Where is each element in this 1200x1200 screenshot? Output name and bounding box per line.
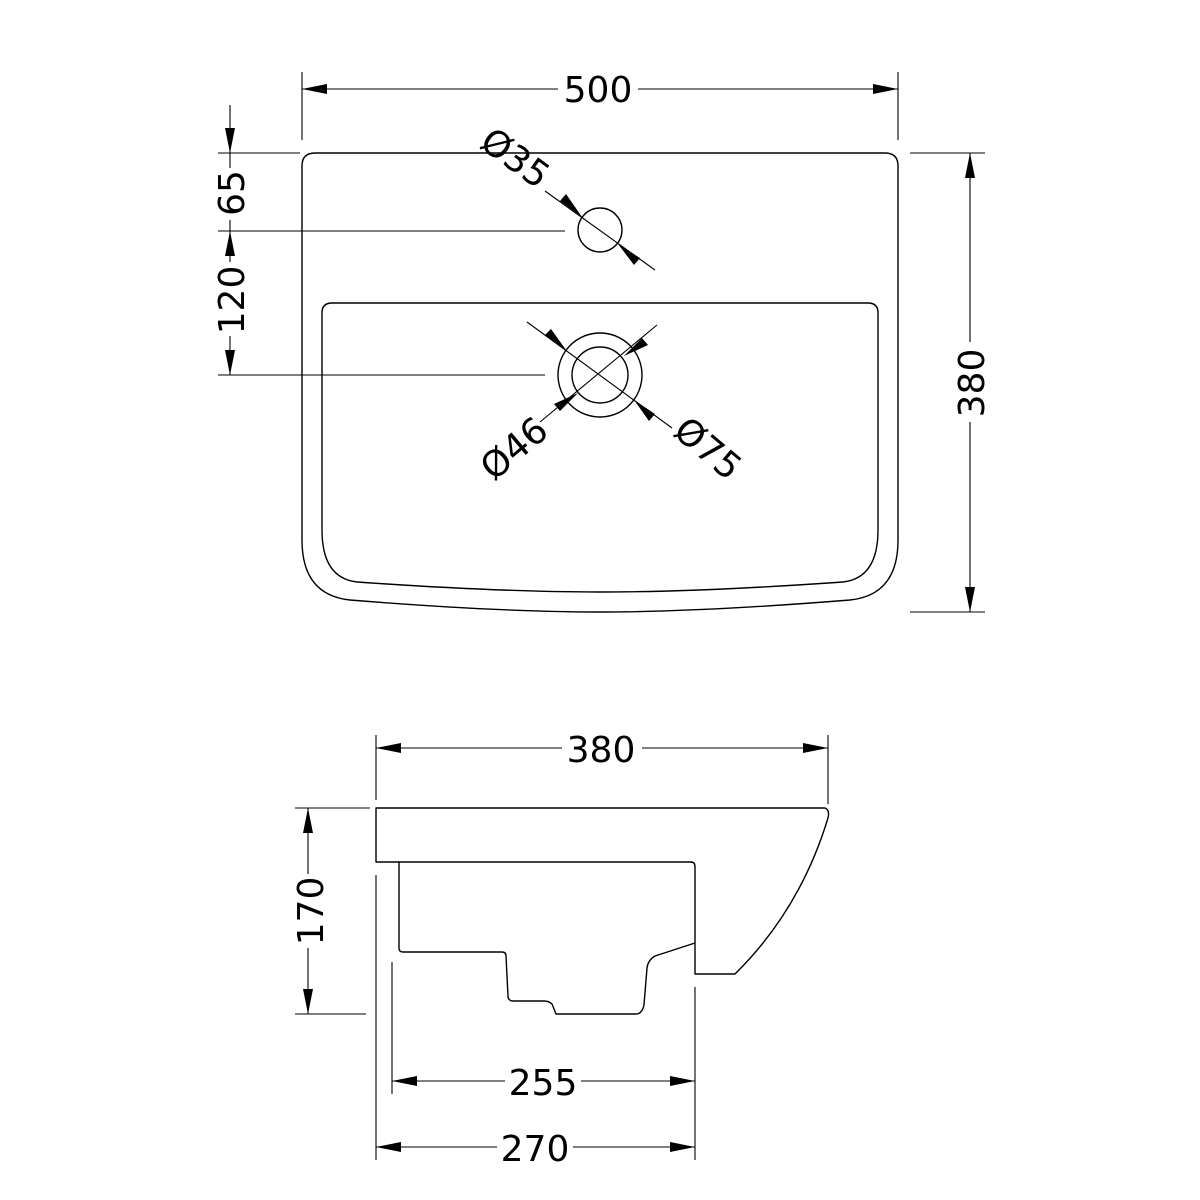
dim-tap-hole-diameter: Ø35 xyxy=(473,120,557,197)
waste-inner-ring xyxy=(571,346,629,404)
dim-side-projection: 380 xyxy=(567,730,636,771)
dim-waste-outer-diameter: Ø75 xyxy=(666,410,749,489)
waste-outer-ring xyxy=(557,332,643,418)
side-view: 380 170 255 270 xyxy=(290,727,830,1170)
dim-overall-width: 500 xyxy=(564,70,633,111)
dim-bowl-body-depth: 255 xyxy=(509,1063,578,1104)
basin-side-profile xyxy=(375,807,830,1015)
plan-view: 500 380 65 120 Ø35 Ø46 Ø75 xyxy=(212,68,993,613)
dim-overall-depth: 380 xyxy=(952,349,993,418)
basin-outer-outline xyxy=(301,152,899,613)
dim-waste-inner-diameter: Ø46 xyxy=(473,410,556,489)
dim-pedestal-fit-depth: 270 xyxy=(501,1129,570,1170)
basin-bowl-outline xyxy=(321,302,879,593)
dim-waste-offset: 120 xyxy=(212,266,253,335)
dim-tap-hole-offset: 65 xyxy=(212,170,253,216)
dim-side-height: 170 xyxy=(291,877,332,946)
tap-hole xyxy=(577,207,623,253)
